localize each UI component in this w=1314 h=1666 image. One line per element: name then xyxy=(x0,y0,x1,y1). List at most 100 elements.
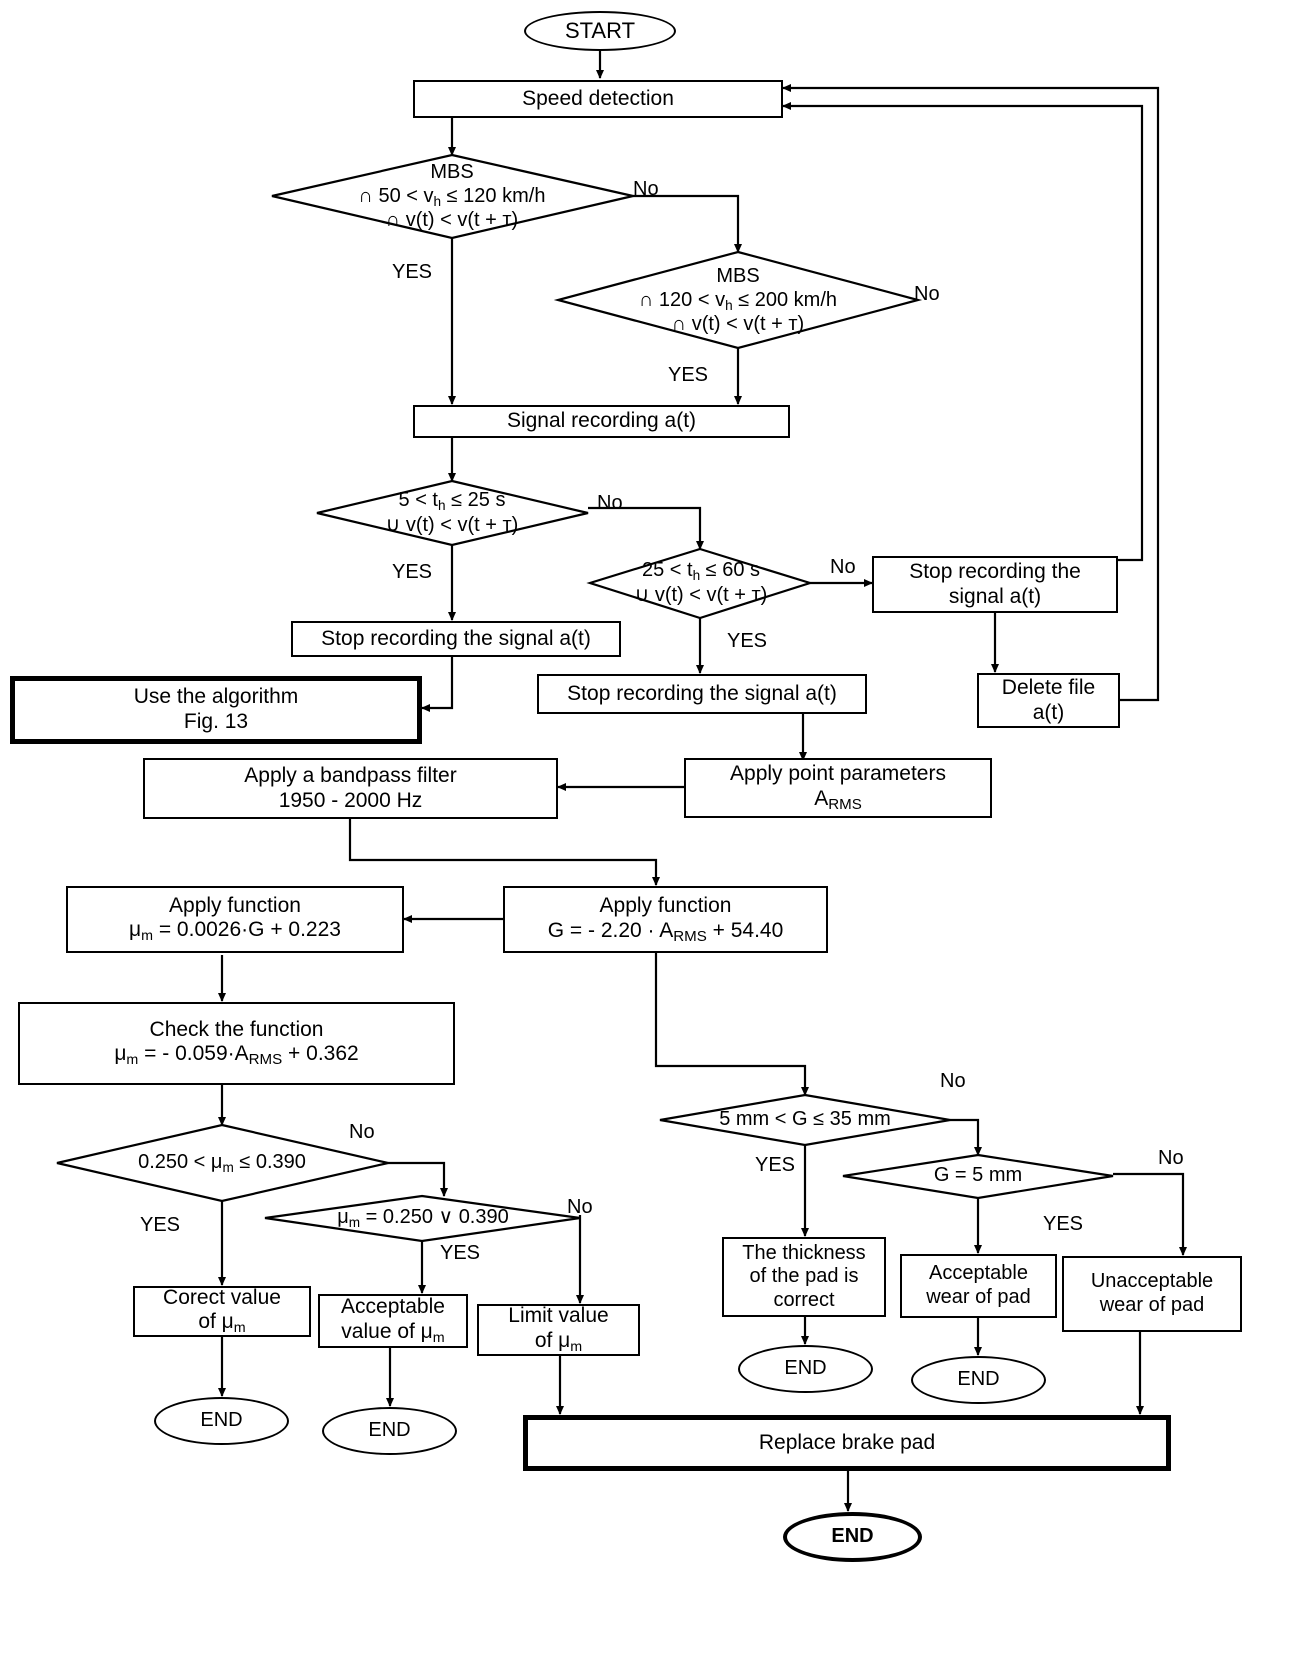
node-acceptable-wear-line1: Acceptable xyxy=(929,1262,1028,1285)
node-end-left-label: END xyxy=(200,1409,243,1432)
edge-label-g-eq5-yes: YES xyxy=(1043,1213,1084,1235)
node-end-mid-left-label: END xyxy=(368,1419,411,1442)
node-check-function-mu-sub: m xyxy=(126,1052,139,1069)
node-bandpass-line1: Apply a bandpass filter xyxy=(244,763,457,787)
decision-shapes xyxy=(56,153,1114,1243)
node-acceptable-wear-line2: wear of pad xyxy=(926,1286,1031,1308)
node-apply-function-mu-sub: m xyxy=(141,928,153,945)
node-check-function-mid: = - 0.059·A xyxy=(138,1042,249,1066)
node-correct-value[interactable]: Corect value of μm xyxy=(133,1286,311,1337)
node-end-left[interactable]: END xyxy=(154,1397,289,1445)
node-stop-recording-left[interactable]: Stop recording the signal a(t) xyxy=(291,621,621,657)
node-limit-value[interactable]: Limit value of μm xyxy=(477,1304,640,1356)
node-apply-function-mu-post: = 0.0026·G + 0.223 xyxy=(153,918,341,942)
edge-label-mbs1-yes: YES xyxy=(392,261,433,283)
edge-label-mbs2-no: No xyxy=(914,283,940,305)
node-delete-file-line1: Delete file xyxy=(1001,675,1096,699)
node-end-final[interactable]: END xyxy=(783,1512,922,1562)
node-correct-value-sub: m xyxy=(233,1320,246,1337)
node-apply-function-g-sub: RMS xyxy=(673,927,707,945)
edge-label-mu-eq-no: No xyxy=(567,1196,593,1218)
edge-label-time2-no: No xyxy=(830,556,856,578)
node-pad-correct[interactable]: The thickness of the pad is correct xyxy=(722,1237,886,1317)
edge-label-time1-no: No xyxy=(597,492,623,514)
node-start-label: START xyxy=(564,18,636,44)
edge-label-time1-yes: YES xyxy=(392,561,433,583)
node-check-function-rms-sub: RMS xyxy=(248,1051,283,1069)
node-check-function-post: + 0.362 xyxy=(282,1042,359,1066)
edge-label-mbs2-yes: YES xyxy=(668,364,709,386)
edge-label-time2-yes: YES xyxy=(727,630,768,652)
edge-label-mu-range-yes: YES xyxy=(140,1214,181,1236)
node-apply-function-g-pre: G = - 2.20 · A xyxy=(547,918,674,942)
node-apply-function-g-post: + 54.40 xyxy=(706,918,784,942)
node-correct-value-pre: of μ xyxy=(198,1310,234,1334)
edge-label-g-eq5-no: No xyxy=(1158,1147,1184,1169)
decision-mbs2 xyxy=(553,250,923,350)
node-unacceptable-wear[interactable]: Unacceptable wear of pad xyxy=(1062,1256,1242,1332)
node-delete-file-line2: a(t) xyxy=(1032,700,1065,724)
node-stop-recording-left-label: Stop recording the signal a(t) xyxy=(321,626,591,650)
node-unacceptable-wear-line2: wear of pad xyxy=(1099,1294,1205,1316)
node-acceptable-value-sub: m xyxy=(432,1329,445,1346)
node-pad-correct-line3: correct xyxy=(773,1288,835,1311)
node-apply-function-mu[interactable]: Apply function μm = 0.0026·G + 0.223 xyxy=(66,886,404,953)
node-point-parameters-sub: RMS xyxy=(828,795,862,813)
node-replace-brake-pad-label: Replace brake pad xyxy=(758,1430,936,1454)
node-stop-recording-mid[interactable]: Stop recording the signal a(t) xyxy=(537,674,867,714)
edge-label-mbs1-no: No xyxy=(633,178,659,200)
node-signal-recording[interactable]: Signal recording a(t) xyxy=(413,405,790,438)
node-limit-value-sub: m xyxy=(570,1338,583,1355)
node-stop-recording-mid-label: Stop recording the signal a(t) xyxy=(567,681,837,705)
node-pad-correct-line1: The thickness xyxy=(742,1241,866,1264)
node-acceptable-value-line1: Acceptable xyxy=(341,1295,445,1319)
node-end-pad-correct[interactable]: END xyxy=(738,1345,873,1393)
node-use-algorithm-line2: Fig. 13 xyxy=(183,710,249,733)
node-use-algorithm[interactable]: Use the algorithm Fig. 13 xyxy=(10,676,422,744)
node-stop-recording-right[interactable]: Stop recording the signal a(t) xyxy=(872,556,1118,613)
decision-mbs1 xyxy=(271,153,634,240)
decision-g-range xyxy=(659,1093,951,1147)
node-point-parameters[interactable]: Apply point parameters ARMS xyxy=(684,758,992,818)
node-unacceptable-wear-line1: Unacceptable xyxy=(1090,1270,1214,1293)
node-use-algorithm-line1: Use the algorithm xyxy=(133,685,299,709)
node-acceptable-value[interactable]: Acceptable value of μm xyxy=(318,1294,468,1348)
node-acceptable-wear[interactable]: Acceptable wear of pad xyxy=(900,1254,1057,1318)
node-speed-detection[interactable]: Speed detection xyxy=(413,80,783,118)
node-start[interactable]: START xyxy=(524,11,676,51)
node-check-function[interactable]: Check the function μm = - 0.059·ARMS + 0… xyxy=(18,1002,455,1085)
edge-label-g-range-no: No xyxy=(940,1070,966,1092)
node-replace-brake-pad[interactable]: Replace brake pad xyxy=(523,1415,1171,1471)
decision-time1 xyxy=(316,479,589,547)
node-apply-function-mu-line1: Apply function xyxy=(169,893,301,917)
node-end-acceptable-label: END xyxy=(957,1368,1000,1391)
decision-mu-eq xyxy=(264,1194,581,1243)
node-point-parameters-line1: Apply point parameters xyxy=(730,762,946,786)
edge-label-g-range-yes: YES xyxy=(755,1154,796,1176)
decision-mu-range xyxy=(56,1123,389,1203)
decision-g-eq5 xyxy=(842,1153,1114,1200)
node-stop-recording-right-line1: Stop recording the xyxy=(909,559,1081,583)
node-pad-correct-line2: of the pad is xyxy=(749,1265,859,1288)
node-check-function-mu: μ xyxy=(114,1042,127,1066)
node-limit-value-line1: Limit value xyxy=(508,1304,609,1328)
node-bandpass-filter[interactable]: Apply a bandpass filter 1950 - 2000 Hz xyxy=(143,758,558,819)
node-apply-function-mu-pre: μ xyxy=(129,918,142,942)
node-correct-value-line1: Corect value xyxy=(163,1285,281,1309)
node-end-final-label: END xyxy=(831,1525,874,1548)
node-point-parameters-a: A xyxy=(814,787,829,811)
node-apply-function-g[interactable]: Apply function G = - 2.20 · ARMS + 54.40 xyxy=(503,886,828,953)
node-apply-function-g-line1: Apply function xyxy=(599,893,732,917)
decision-time2 xyxy=(586,547,814,620)
node-delete-file[interactable]: Delete file a(t) xyxy=(977,673,1120,728)
node-acceptable-value-pre: value of μ xyxy=(341,1319,433,1343)
node-stop-recording-right-line2: signal a(t) xyxy=(948,584,1042,608)
node-end-pad-correct-label: END xyxy=(784,1357,827,1380)
node-end-acceptable[interactable]: END xyxy=(911,1356,1046,1404)
node-check-function-line1: Check the function xyxy=(149,1017,324,1041)
node-end-mid-left[interactable]: END xyxy=(322,1407,457,1455)
node-speed-detection-label: Speed detection xyxy=(522,86,674,110)
node-limit-value-pre: of μ xyxy=(534,1328,571,1352)
